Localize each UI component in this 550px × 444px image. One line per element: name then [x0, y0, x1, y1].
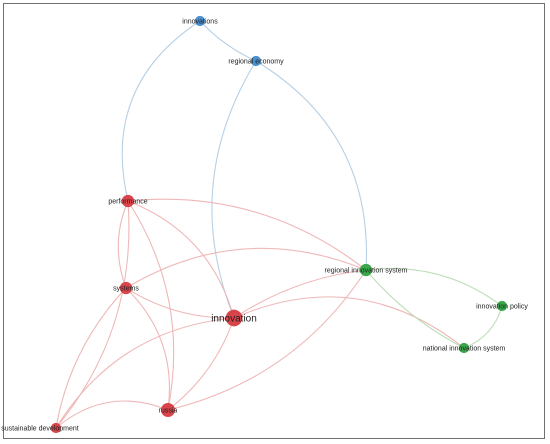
node-russia[interactable]	[160, 402, 176, 418]
link-innovation-regional-innovation-system	[233, 269, 367, 319]
label-innovation: innovation	[211, 314, 257, 325]
link-systems-russia	[125, 287, 171, 411]
link-systems-regional-innovation-system	[125, 247, 367, 289]
label-sustainable-development: sustainable development	[1, 425, 78, 432]
link-sustainable-development-systems	[55, 287, 127, 429]
link-systems-innovation	[125, 287, 235, 319]
node-innovation[interactable]	[225, 309, 243, 327]
link-innovation-russia	[167, 317, 235, 411]
link-regional-economy-innovation	[211, 60, 257, 319]
node-innovations[interactable]	[194, 15, 206, 27]
node-innovation-policy[interactable]	[496, 300, 508, 312]
nodes-layer	[50, 15, 508, 434]
label-systems: systems	[113, 285, 139, 292]
link-national-innovation-system-innovation-policy	[463, 305, 503, 349]
link-innovations-performance	[121, 20, 201, 202]
label-national-innovation-system: national innovation system	[423, 345, 506, 352]
label-russia: russia	[159, 407, 178, 414]
link-russia-sustainable-development	[55, 400, 169, 429]
link-performance-russia	[127, 200, 175, 411]
link-regional-innovation-system-innovation-policy	[365, 267, 503, 307]
label-regional-economy: regional economy	[228, 58, 284, 65]
link-performance-regional-innovation-system	[127, 198, 367, 271]
label-performance: performance	[108, 198, 147, 205]
links-layer	[55, 20, 503, 429]
link-russia-regional-innovation-system	[167, 269, 367, 411]
link-performance-systems	[117, 200, 129, 289]
link-performance-innovation	[127, 200, 235, 319]
node-regional-innovation-system[interactable]	[359, 263, 373, 277]
labels-layer: innovations regional economy performance sy…	[1, 18, 528, 432]
node-regional-economy[interactable]	[250, 55, 262, 67]
link-innovation-national-innovation-system	[233, 296, 465, 349]
node-sustainable-development[interactable]	[50, 422, 62, 434]
link-sustainable-development-performance	[55, 200, 130, 429]
label-innovations: innovations	[182, 18, 218, 25]
link-regional-innovation-system-national-innovation-system	[365, 269, 465, 349]
label-innovation-policy: innovation policy	[476, 303, 528, 310]
link-innovation-sustainable-development	[55, 317, 235, 429]
link-innovations-regional-economy	[199, 20, 257, 62]
node-systems[interactable]	[119, 281, 133, 295]
link-regional-economy-regional-innovation-system	[255, 60, 368, 271]
node-national-innovation-system[interactable]	[458, 342, 470, 354]
map-frame	[3, 3, 545, 439]
label-regional-innovation-system: regional innovation system	[325, 267, 408, 274]
node-performance[interactable]	[121, 194, 135, 208]
